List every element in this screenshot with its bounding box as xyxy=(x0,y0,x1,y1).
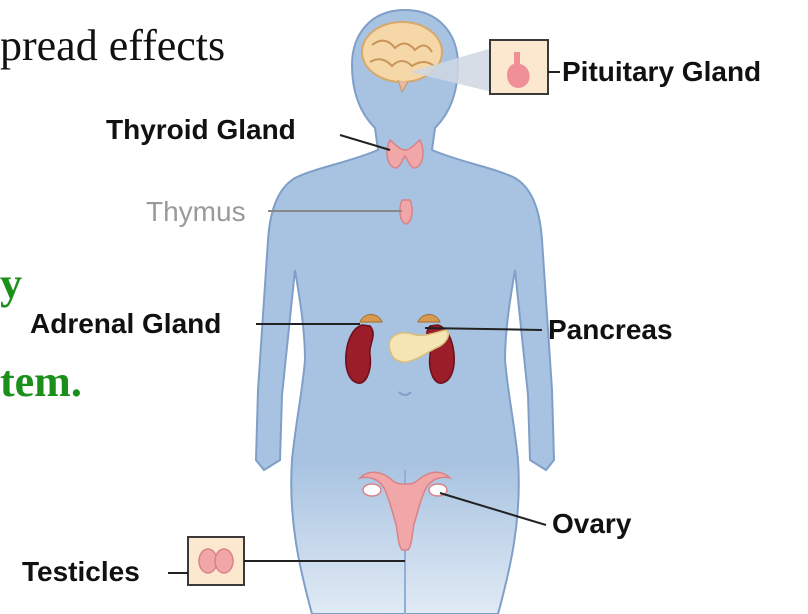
label-ovary: Ovary xyxy=(552,508,631,540)
label-adrenal-gland: Adrenal Gland xyxy=(30,308,221,340)
label-testicles: Testicles xyxy=(22,556,140,588)
testicles-inset xyxy=(188,537,244,585)
label-pituitary-gland: Pituitary Gland xyxy=(562,56,761,88)
label-thyroid-gland: Thyroid Gland xyxy=(106,114,296,146)
label-thymus: Thymus xyxy=(146,196,246,228)
pituitary-inset xyxy=(490,40,560,94)
label-pancreas: Pancreas xyxy=(548,314,673,346)
